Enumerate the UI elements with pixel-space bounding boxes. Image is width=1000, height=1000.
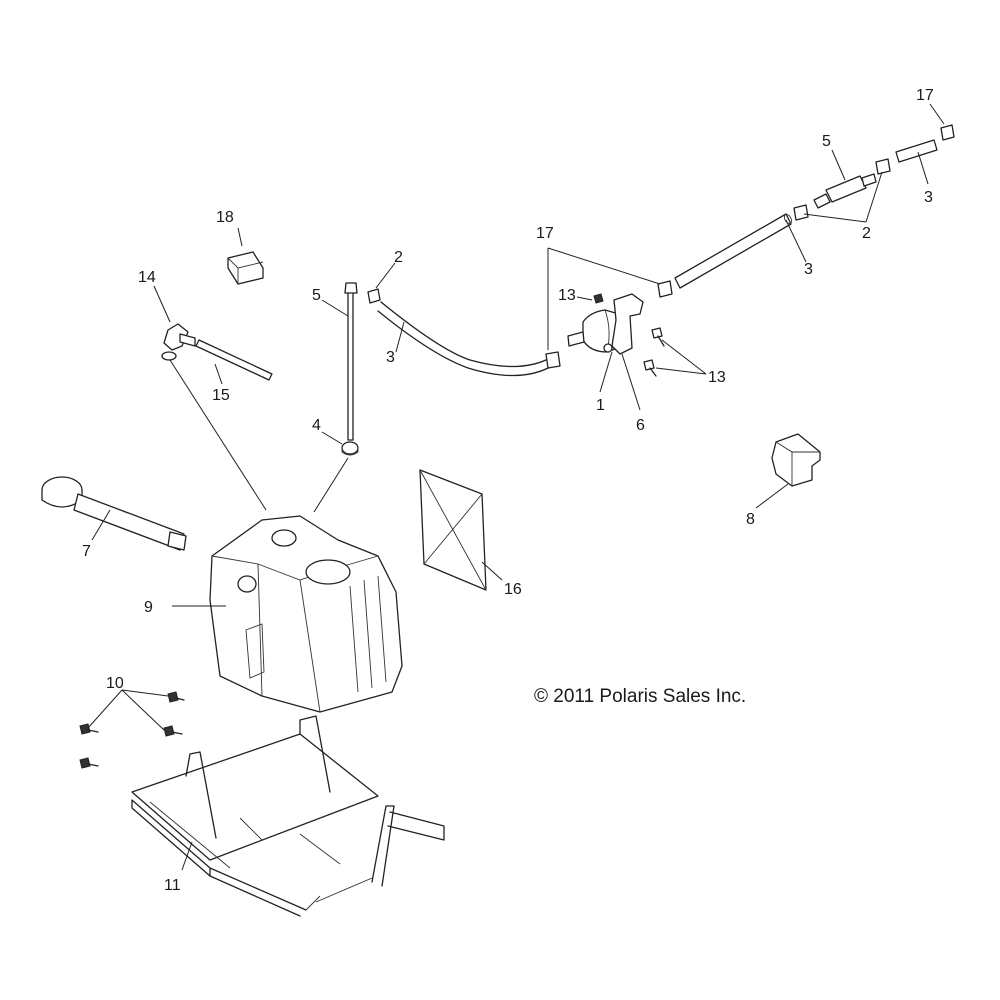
callout-9: 8 <box>746 511 755 528</box>
callout-5: 5 <box>822 133 831 150</box>
callout-13-nut: 13 <box>558 287 576 304</box>
callout-2-left: 2 <box>394 249 403 266</box>
callout-17-right: 17 <box>916 87 934 104</box>
callout-15: 15 <box>212 387 230 404</box>
part-12-frame <box>131 715 445 917</box>
part-6-bracket <box>603 293 644 355</box>
callout-13-bolts: 13 <box>708 369 726 386</box>
part-11-bolts <box>79 691 185 769</box>
part-15-vent-tube <box>195 339 273 381</box>
part-7-pickup-rod <box>344 282 358 441</box>
callout-8: 7 <box>82 543 91 560</box>
part-4-grommet <box>341 441 359 456</box>
callout-2-right: 2 <box>862 225 871 242</box>
part-2-clamp-left <box>367 288 381 304</box>
part-10-fuel-tank <box>209 515 403 713</box>
part-3-fuel-hose-left <box>377 301 561 377</box>
callout-17-middle: 17 <box>536 225 554 242</box>
part-14-elbow-fitting <box>161 323 196 361</box>
callout-3-middle: 3 <box>804 261 813 278</box>
callout-7: 5 <box>312 287 321 304</box>
copyright-notice: © 2011 Polaris Sales Inc. <box>534 686 746 707</box>
part-2-clamps-right <box>793 158 891 221</box>
callout-14: 14 <box>138 269 156 286</box>
callout-3-right: 3 <box>924 189 933 206</box>
callout-4: 4 <box>312 417 321 434</box>
callout-labels: 18 14 15 5 2 3 4 17 13 1 6 13 3 5 2 3 17… <box>82 87 934 894</box>
callout-12: 11 <box>164 877 181 894</box>
part-9-clip-bracket <box>771 433 821 487</box>
part-13-fasteners <box>593 293 665 377</box>
callout-16: 16 <box>504 581 522 598</box>
callout-11: 10 <box>106 675 124 692</box>
part-3-fuel-hose-middle <box>674 213 793 289</box>
part-8-filler-neck <box>41 476 187 551</box>
callout-3-left: 3 <box>386 349 395 366</box>
part-17-clamps <box>657 124 955 298</box>
part-5-inline-filter <box>813 173 877 209</box>
callout-10: 9 <box>144 599 153 616</box>
part-16-decal <box>419 469 487 591</box>
part-18-block <box>227 251 264 285</box>
callout-1: 1 <box>596 397 605 414</box>
part-3-fuel-hose-right <box>895 139 938 163</box>
callout-6: 6 <box>636 417 645 434</box>
leader-lines <box>87 103 945 871</box>
callout-18: 18 <box>216 209 234 226</box>
